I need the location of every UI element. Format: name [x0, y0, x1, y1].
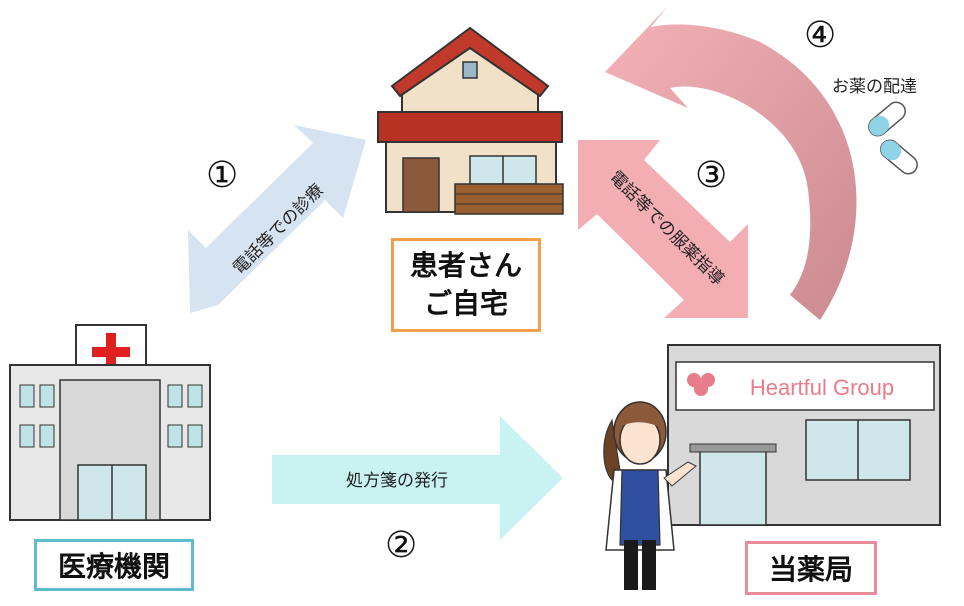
house-icon — [377, 26, 564, 215]
step-1-number: ① — [206, 155, 239, 196]
arrow-medication-guidance — [578, 140, 748, 318]
hospital-icon — [9, 324, 211, 521]
step-2-number: ② — [385, 525, 418, 566]
pharmacy-label: 当薬局 — [745, 541, 877, 595]
capsule-icon — [868, 101, 918, 175]
step-4-label: お薬の配達 — [832, 77, 917, 97]
arrow-prescription — [272, 416, 563, 540]
pharmacist-icon — [603, 401, 697, 590]
pharmacy-building-icon — [667, 344, 941, 526]
patient-home-label-line1: 患者さん — [409, 249, 522, 283]
step-2-label: 処方箋の発行 — [346, 471, 448, 491]
step-3-number: ③ — [695, 155, 728, 196]
heart-logo-icon — [687, 373, 715, 396]
medical-institution-label: 医療機関 — [34, 539, 194, 591]
arrow-delivery — [605, 6, 857, 320]
arrow-consultation — [188, 125, 366, 313]
patient-home-label-line2: ご自宅 — [423, 287, 508, 320]
pharmacy-sign-text: Heartful Group — [750, 375, 894, 400]
step-4-number: ④ — [804, 15, 837, 56]
patient-home-label: 患者さん ご自宅 — [391, 238, 541, 332]
